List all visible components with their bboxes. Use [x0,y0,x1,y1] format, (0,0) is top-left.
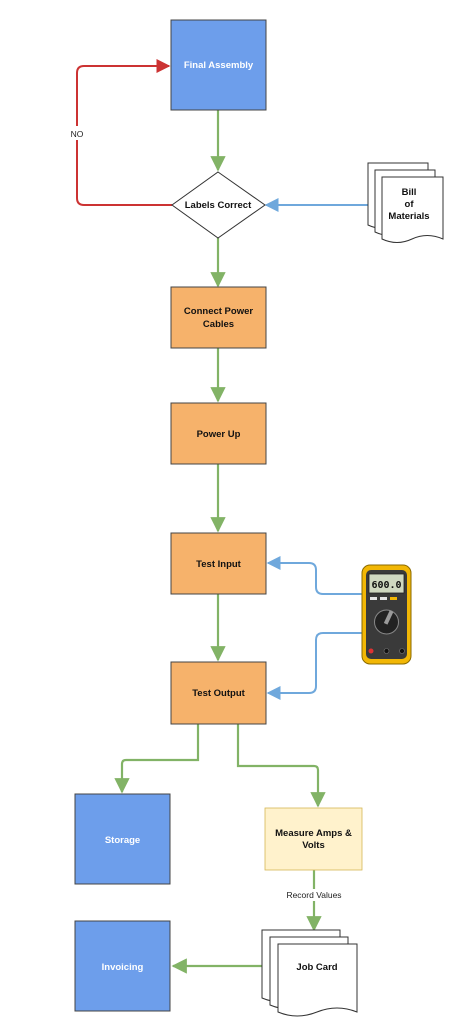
node-test-output: Test Output [170,661,267,725]
edge-meter-to-testoutput [266,632,362,700]
node-connect-line-1: Connect Power [184,306,253,317]
node-final-assembly: Final Assembly [170,19,267,111]
multimeter-display: 600.0 [371,580,401,591]
node-measure-line-1: Measure Amps & [275,828,352,839]
edge-label-record-values: Record Values [286,890,341,900]
node-storage-label: Storage [105,835,140,846]
node-final-assembly-label: Final Assembly [184,60,254,71]
node-connect-power-cables: Connect Power Cables [170,286,267,349]
node-bill-of-materials: Bill of Materials [367,162,444,243]
node-bom-line-2: of [405,199,415,210]
node-job-card: Job Card [261,929,358,1017]
node-invoicing-label: Invoicing [102,962,144,973]
edge-label-no: NO [71,129,84,139]
node-bom-line-1: Bill [402,187,417,198]
node-measure-amps-volts: Measure Amps & Volts [264,807,363,871]
edge-testoutput-to-measure [236,724,326,808]
node-job-card-label: Job Card [296,962,337,973]
node-bom-line-3: Materials [388,211,429,222]
node-storage: Storage [74,793,171,885]
node-invoicing: Invoicing [74,920,171,1012]
node-power-up: Power Up [170,402,267,465]
node-labels-correct: Labels Correct [171,171,266,239]
edge-no-loop [76,59,172,206]
edge-meter-to-testinput [266,556,362,595]
node-measure-line-2: Volts [302,840,325,851]
node-labels-correct-label: Labels Correct [185,200,252,211]
node-test-input-label: Test Input [196,559,242,570]
node-power-up-label: Power Up [197,429,241,440]
node-test-input: Test Input [170,532,267,595]
edge-testoutput-to-storage [114,724,200,794]
multimeter-icon: 600.0 [361,564,412,665]
node-connect-line-2: Cables [203,319,234,330]
node-test-output-label: Test Output [192,688,245,699]
